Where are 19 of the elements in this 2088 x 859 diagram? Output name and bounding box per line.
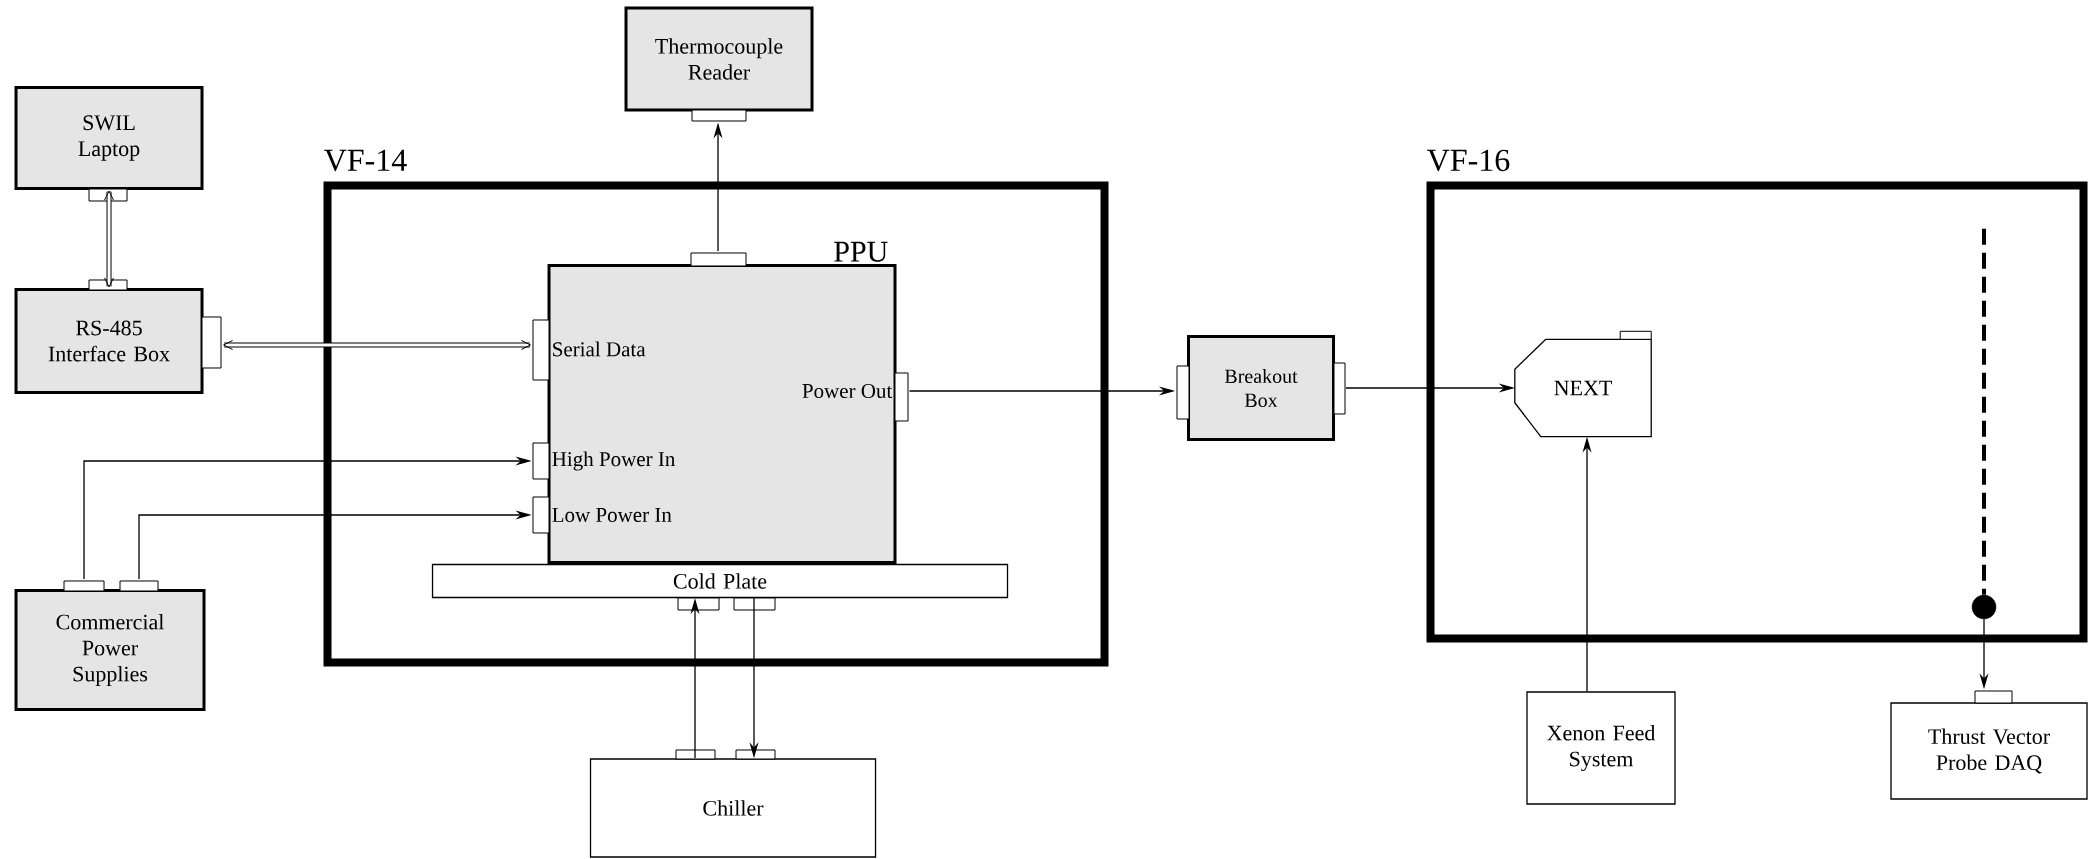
equipment-box: RS-485 Interface Box xyxy=(14,288,204,394)
equipment-box: Thermocouple Reader xyxy=(624,6,814,112)
port-label: Power Out xyxy=(802,383,893,399)
chamber-label: VF-16 xyxy=(1427,149,1510,172)
port-label: High Power In xyxy=(552,451,676,471)
connector-arrow xyxy=(104,190,114,288)
port-label: Low Power In xyxy=(552,508,672,522)
connector-arrow xyxy=(223,340,531,350)
equipment-box: Xenon Feed System xyxy=(1526,691,1676,805)
equipment-box: Thrust Vector Probe DAQ xyxy=(1890,702,2088,800)
chamber-label: VF-14 xyxy=(324,149,407,172)
port-label: Serial Data xyxy=(553,341,646,357)
probe-ball xyxy=(1971,594,1997,620)
unit-label: PPU xyxy=(834,241,888,262)
equipment-box: Commercial Power Supplies xyxy=(14,589,206,711)
equipment-box: SWIL Laptop xyxy=(14,86,204,190)
equipment-box: Chiller xyxy=(589,758,877,858)
thruster-drawing: NEXT xyxy=(1514,330,1652,438)
equipment-box: Breakout Box xyxy=(1187,335,1335,441)
